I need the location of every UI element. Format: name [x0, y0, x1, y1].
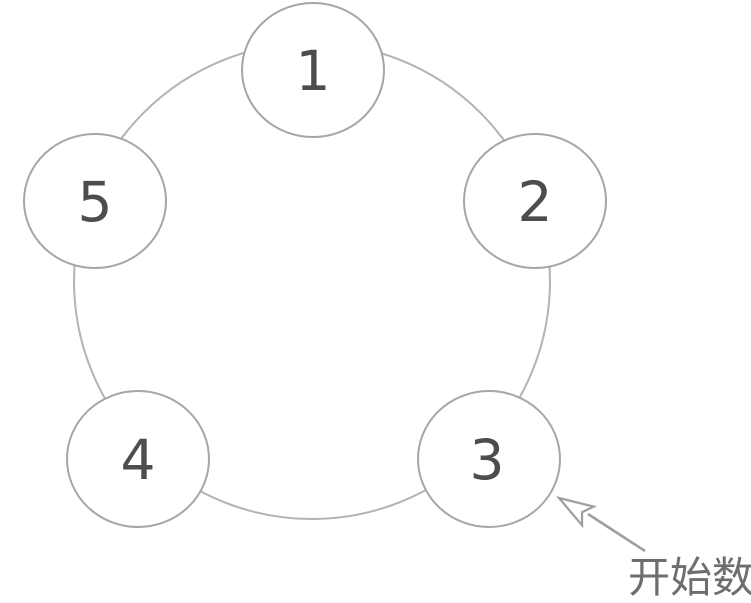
node-2: 2 — [463, 133, 607, 269]
node-4-label: 4 — [121, 428, 156, 492]
start-arrow-head-icon — [555, 496, 597, 529]
node-5-label: 5 — [78, 170, 113, 234]
node-2-circle — [463, 133, 607, 269]
node-3: 3 — [417, 390, 561, 528]
node-4: 4 — [66, 390, 210, 528]
node-3-circle — [417, 390, 561, 528]
node-2-label: 2 — [518, 170, 553, 234]
start-arrow-shaft — [587, 512, 646, 553]
node-3-label: 3 — [470, 428, 505, 492]
node-4-circle — [66, 390, 210, 528]
start-counting-label: 开始数 — [628, 553, 751, 602]
node-5-circle — [23, 133, 167, 269]
node-5: 5 — [23, 133, 167, 269]
node-1-label: 1 — [296, 39, 331, 103]
node-1: 1 — [241, 2, 385, 138]
node-1-circle — [241, 2, 385, 138]
